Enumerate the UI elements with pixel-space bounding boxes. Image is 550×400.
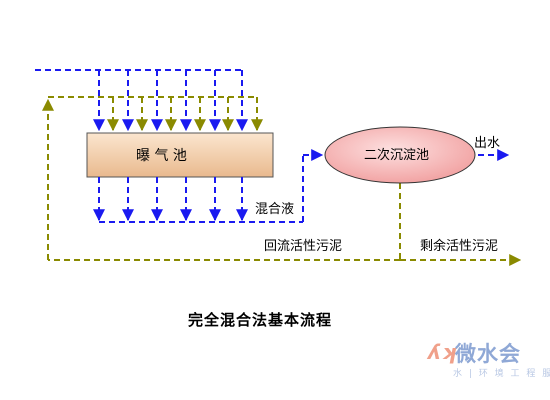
effluent-label: 出水 [474,136,501,151]
secondary-clarifier-label: 二次沉淀池 [364,148,430,163]
influent-feed-lines [35,69,248,132]
watermark-name: 微水会 [455,342,521,366]
diagram-title: 完全混合法基本流程 [188,311,333,329]
aeration-tank-label: 曝 气 池 [136,148,187,164]
mixed-liquor-lines [93,149,510,223]
aeration-tank [86,132,274,178]
secondary-clarifier [324,126,476,184]
watermark-logo: ʎʞ [428,340,456,364]
mixed-liquor-label: 混合液 [255,202,295,217]
return-sludge-label: 回流活性污泥 [264,239,343,254]
return-sludge-lines [42,96,522,266]
excess-sludge-label: 剩余活性污泥 [420,239,499,254]
watermark-tagline: 水 | 环 境 工 程 服 务 商 [453,369,550,379]
